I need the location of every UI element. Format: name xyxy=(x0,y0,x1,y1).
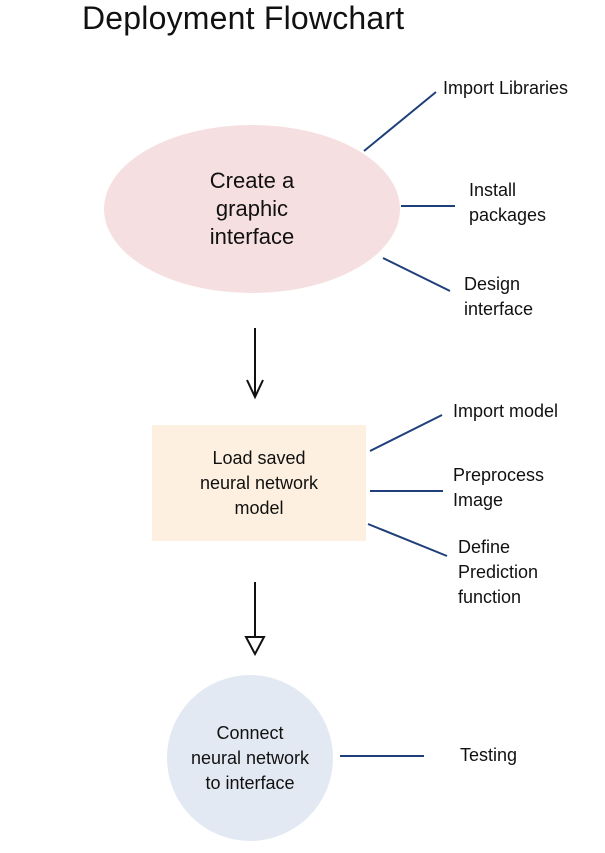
step-label: Connect neural network to interface xyxy=(190,722,310,793)
substep-label: Testing xyxy=(460,745,518,765)
substep-label: Define Prediction function xyxy=(458,537,539,607)
page-title: Deployment Flowchart xyxy=(82,0,405,36)
substep-label: Install packages xyxy=(469,180,547,225)
substep-label: Design interface xyxy=(464,274,534,319)
step-label: Load saved neural network model xyxy=(199,447,319,518)
connector-line xyxy=(367,523,448,557)
connector-line xyxy=(369,414,443,452)
step-create-interface-node: Create a graphic interface xyxy=(104,125,400,293)
step-load-model-node: Load saved neural network model xyxy=(152,425,366,541)
substep-label: Import model xyxy=(453,401,559,421)
step-label: Create a graphic interface xyxy=(209,168,295,249)
connector-line xyxy=(382,257,451,292)
substep-label: Preprocess Image xyxy=(453,465,545,510)
connector-line xyxy=(363,91,437,152)
flow-arrow-2 xyxy=(244,582,266,657)
flow-arrow-1 xyxy=(246,328,264,400)
step-connect-node: Connect neural network to interface xyxy=(167,675,333,841)
substep-label: Import Libraries xyxy=(443,78,569,98)
